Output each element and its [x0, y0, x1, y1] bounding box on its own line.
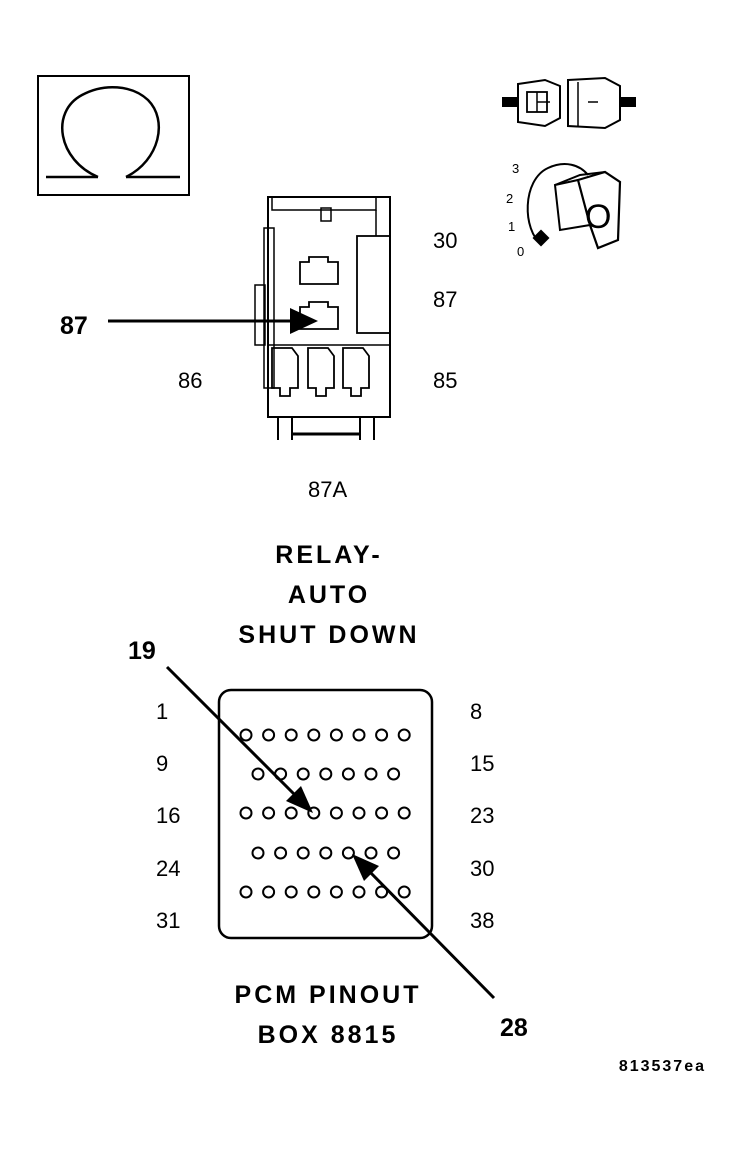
pcm-pin-21: [352, 806, 366, 820]
pcm-pin-26: [296, 846, 310, 860]
pcm-row-left-label-5: 31: [156, 908, 180, 933]
ignition-position-2: 2: [506, 191, 513, 206]
pcm-title-line-2: BOX 8815: [258, 1021, 399, 1049]
relay-title-line-2: AUTO: [288, 581, 370, 609]
pcm-pin-24: [251, 846, 265, 860]
pcm-callout-28-arrow: [364, 866, 496, 1000]
pcm-pin-12: [319, 767, 333, 781]
pcm-pin-3: [284, 728, 298, 742]
pcm-pin-38: [397, 885, 411, 899]
pcm-callout-19-arrowhead: [286, 786, 313, 813]
pcm-title-line-1: PCM PINOUT: [235, 981, 422, 1009]
pcm-pin-6: [352, 728, 366, 742]
pcm-pin-29: [364, 846, 378, 860]
pcm-pin-37: [375, 885, 389, 899]
pcm-pin-11: [296, 767, 310, 781]
pcm-pin-2: [262, 728, 276, 742]
pcm-pin-30: [387, 846, 401, 860]
relay-callout-label: 87: [60, 312, 88, 340]
pcm-pin-32: [262, 885, 276, 899]
pcm-pin-8: [397, 728, 411, 742]
ignition-position-1: 1: [508, 219, 515, 234]
pcm-pin-20: [329, 806, 343, 820]
relay-terminal-87-label: 87: [433, 287, 457, 312]
pcm-callout-28-label: 28: [500, 1014, 528, 1042]
pcm-connector-body: [217, 688, 434, 940]
pcm-pin-25: [274, 846, 288, 860]
pcm-row-right-label-4: 30: [470, 856, 494, 881]
ignition-switch-icon: 3 2 1 0 O: [506, 161, 622, 259]
pcm-pin-28: [341, 846, 355, 860]
pcm-pin-9: [251, 767, 265, 781]
pcm-callout-19-arrow: [165, 665, 302, 802]
pcm-row-left-label-1: 1: [156, 699, 168, 724]
pcm-pin-7: [375, 728, 389, 742]
pcm-pin-4: [307, 728, 321, 742]
ignition-position-0: 0: [517, 244, 524, 259]
pcm-row-right-label-5: 38: [470, 908, 494, 933]
pcm-pin-15: [387, 767, 401, 781]
pcm-pin-35: [329, 885, 343, 899]
relay-terminal-85-label: 85: [433, 368, 457, 393]
relay-title-line-3: SHUT DOWN: [238, 621, 419, 649]
relay-title-line-1: RELAY-: [275, 541, 382, 569]
pcm-pin-33: [284, 885, 298, 899]
relay-terminal-30-label: 30: [433, 228, 457, 253]
pcm-pin-grid: [239, 728, 411, 899]
pcm-pin-27: [319, 846, 333, 860]
pcm-pin-13: [341, 767, 355, 781]
pcm-callout-28-arrowhead: [352, 854, 379, 881]
pcm-row-left-label-3: 16: [156, 803, 180, 828]
pcm-pin-31: [239, 885, 253, 899]
pcm-row-right-label-3: 23: [470, 803, 494, 828]
relay-terminal-86-label: 86: [178, 368, 202, 393]
pcm-pin-22: [375, 806, 389, 820]
connector-icon: [502, 76, 636, 130]
ohm-icon: [37, 75, 190, 196]
relay-terminal-87a-label: 87A: [308, 477, 347, 502]
pcm-pin-34: [307, 885, 321, 899]
relay-callout-arrowhead: [290, 308, 318, 334]
pcm-pin-36: [352, 885, 366, 899]
pcm-pin-17: [262, 806, 276, 820]
pcm-row-left-label-2: 9: [156, 751, 168, 776]
ignition-position-3: 3: [512, 161, 519, 176]
pcm-pin-23: [397, 806, 411, 820]
pcm-row-right-label-2: 15: [470, 751, 494, 776]
ignition-key-label: O: [585, 198, 611, 236]
pcm-pin-1: [239, 728, 253, 742]
pcm-pin-5: [329, 728, 343, 742]
pcm-callout-19-label: 19: [128, 637, 156, 665]
pcm-pin-18: [284, 806, 298, 820]
relay-diagram: [254, 196, 391, 440]
figure-code: 813537ea: [619, 1058, 706, 1075]
pcm-pin-16: [239, 806, 253, 820]
pcm-row-left-label-4: 24: [156, 856, 180, 881]
pcm-pin-14: [364, 767, 378, 781]
pcm-row-right-label-1: 8: [470, 699, 482, 724]
